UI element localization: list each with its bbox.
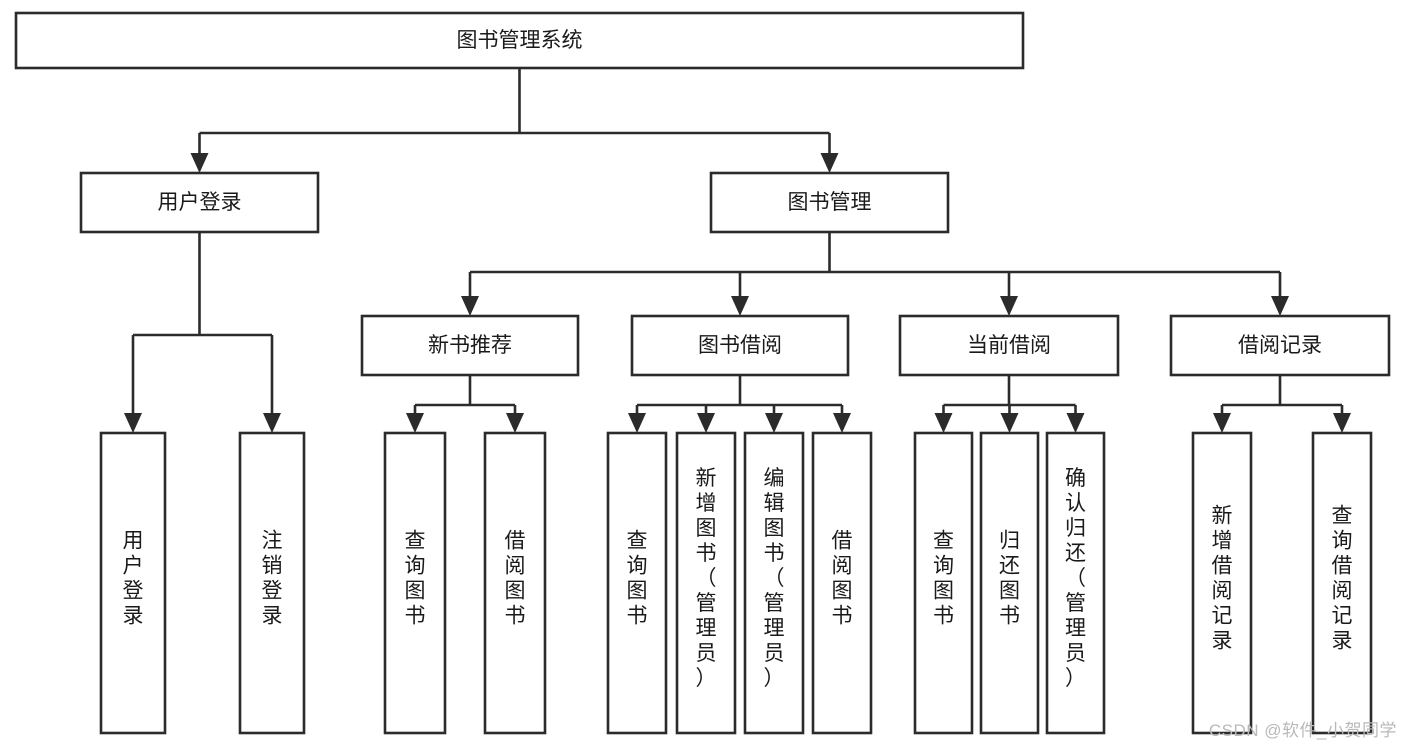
node-box-current-borrow <box>898 314 1120 377</box>
node-leaf-add-record[interactable]: 新增借阅记录 <box>1191 431 1253 735</box>
node-label-root: 图书管理系统 <box>457 29 583 52</box>
node-box-leaf-return-book <box>979 431 1040 735</box>
node-box-leaf-borrow-book-2 <box>811 431 873 735</box>
node-label-borrow-record: 借阅记录 <box>1238 334 1322 357</box>
node-box-leaf-query-book-2 <box>606 431 668 735</box>
l3-2-leaf-1-head <box>1000 413 1019 433</box>
node-borrow-record[interactable]: 借阅记录 <box>1169 314 1391 377</box>
node-label-leaf-query-book-3: 查询图书 <box>933 530 954 628</box>
node-leaf-query-book-3[interactable]: 查询图书 <box>913 431 974 735</box>
node-user-login[interactable]: 用户登录 <box>79 171 320 234</box>
node-box-leaf-query-book-3 <box>913 431 974 735</box>
node-leaf-borrow-book-2[interactable]: 借阅图书 <box>811 431 873 735</box>
ul-leaf-1-head <box>263 413 281 433</box>
node-label-leaf-confirm-return: 确认归还（管理员） <box>1065 467 1086 690</box>
node-leaf-edit-book[interactable]: 编辑图书（管理员） <box>743 431 805 735</box>
node-box-user-login <box>79 171 320 234</box>
bm-to-l3-1-head <box>731 296 749 316</box>
node-label-book-borrow: 图书借阅 <box>698 334 782 357</box>
node-label-leaf-return-book: 归还图书 <box>999 530 1020 628</box>
node-layer: 图书管理系统用户登录图书管理新书推荐图书借阅当前借阅借阅记录用户登录注销登录查询… <box>14 11 1391 735</box>
node-book-borrow[interactable]: 图书借阅 <box>630 314 850 377</box>
node-box-leaf-borrow-book-1 <box>483 431 547 735</box>
node-box-book-borrow <box>630 314 850 377</box>
node-leaf-query-record[interactable]: 查询借阅记录 <box>1311 431 1373 735</box>
node-box-leaf-add-record <box>1191 431 1253 735</box>
node-label-leaf-query-book-1: 查询图书 <box>405 530 426 628</box>
l3-1-leaf-2-head <box>765 413 783 433</box>
node-box-leaf-user-logout <box>238 431 306 735</box>
node-leaf-borrow-book-1[interactable]: 借阅图书 <box>483 431 547 735</box>
node-leaf-user-logout[interactable]: 注销登录 <box>238 431 306 735</box>
node-label-leaf-add-record: 新增借阅记录 <box>1212 505 1233 653</box>
l3-1-leaf-1-head <box>697 413 715 433</box>
root-to-l2-1-head <box>820 153 839 173</box>
l3-0-leaf-1-head <box>506 413 524 433</box>
l3-1-leaf-0-head <box>628 413 646 433</box>
node-box-leaf-user-login <box>99 431 167 735</box>
l3-0-leaf-0-head <box>406 413 424 433</box>
l3-2-leaf-2-head <box>1066 413 1085 433</box>
node-box-leaf-query-record <box>1311 431 1373 735</box>
node-box-leaf-confirm-return <box>1045 431 1106 735</box>
l3-2-leaf-0-head <box>934 413 953 433</box>
node-label-leaf-borrow-book-2: 借阅图书 <box>832 530 853 628</box>
node-leaf-query-book-1[interactable]: 查询图书 <box>383 431 447 735</box>
node-leaf-query-book-2[interactable]: 查询图书 <box>606 431 668 735</box>
node-label-leaf-borrow-book-1: 借阅图书 <box>505 530 526 628</box>
bm-to-l3-2-head <box>1000 296 1018 316</box>
node-book-manage[interactable]: 图书管理 <box>709 171 950 234</box>
csdn-watermark: CSDN @软件_小贺同学 <box>1208 721 1397 740</box>
node-label-current-borrow: 当前借阅 <box>967 334 1051 357</box>
node-box-borrow-record <box>1169 314 1391 377</box>
node-box-book-manage <box>709 171 950 234</box>
root-to-l2-0-head <box>190 153 209 173</box>
node-leaf-confirm-return[interactable]: 确认归还（管理员） <box>1045 431 1106 735</box>
node-label-new-book-recommend: 新书推荐 <box>428 334 512 357</box>
node-label-leaf-add-book: 新增图书（管理员） <box>696 467 717 690</box>
node-label-leaf-edit-book: 编辑图书（管理员） <box>764 467 785 690</box>
node-leaf-add-book[interactable]: 新增图书（管理员） <box>675 431 737 735</box>
bm-to-l3-3-head <box>1271 296 1289 316</box>
node-label-leaf-query-record: 查询借阅记录 <box>1332 505 1353 653</box>
l3-1-leaf-3-head <box>833 413 851 433</box>
node-current-borrow[interactable]: 当前借阅 <box>898 314 1120 377</box>
bm-to-l3-0-head <box>461 296 479 316</box>
node-box-leaf-query-book-1 <box>383 431 447 735</box>
node-box-new-book-recommend <box>360 314 580 377</box>
connector-layer <box>124 68 1351 433</box>
ul-leaf-0-head <box>124 413 142 433</box>
node-label-book-manage: 图书管理 <box>788 191 872 214</box>
node-new-book-recommend[interactable]: 新书推荐 <box>360 314 580 377</box>
node-box-root <box>14 11 1025 70</box>
node-label-leaf-query-book-2: 查询图书 <box>627 530 648 628</box>
node-label-user-login: 用户登录 <box>158 191 242 214</box>
node-box-leaf-add-book <box>675 431 737 735</box>
node-leaf-return-book[interactable]: 归还图书 <box>979 431 1040 735</box>
l3-3-leaf-0-head <box>1213 413 1231 433</box>
l3-3-leaf-1-head <box>1333 413 1351 433</box>
node-root[interactable]: 图书管理系统 <box>14 11 1025 70</box>
node-label-leaf-user-logout: 注销登录 <box>262 530 283 628</box>
node-leaf-user-login[interactable]: 用户登录 <box>99 431 167 735</box>
node-label-leaf-user-login: 用户登录 <box>123 530 144 628</box>
node-box-leaf-edit-book <box>743 431 805 735</box>
